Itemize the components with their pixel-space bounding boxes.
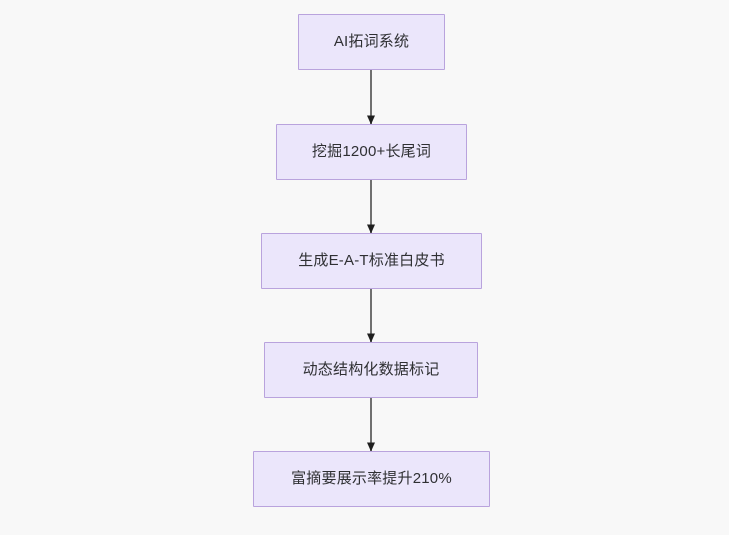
flow-node-generate-eat-whitepaper[interactable]: 生成E-A-T标准白皮书 bbox=[261, 233, 482, 289]
flow-node-dynamic-structured-data-markup[interactable]: 动态结构化数据标记 bbox=[264, 342, 478, 398]
flow-node-label: 挖掘1200+长尾词 bbox=[311, 142, 432, 160]
flow-node-label: 生成E-A-T标准白皮书 bbox=[298, 251, 445, 269]
flow-node-rich-snippet-impression-uplift[interactable]: 富摘要展示率提升210% bbox=[253, 451, 490, 507]
flow-node-label: AI拓词系统 bbox=[333, 32, 410, 50]
flow-node-label: 富摘要展示率提升210% bbox=[291, 469, 452, 487]
flow-node-label: 动态结构化数据标记 bbox=[302, 360, 440, 378]
flow-node-mine-longtail-keywords[interactable]: 挖掘1200+长尾词 bbox=[276, 124, 467, 180]
flow-node-ai-keyword-system[interactable]: AI拓词系统 bbox=[298, 14, 445, 70]
